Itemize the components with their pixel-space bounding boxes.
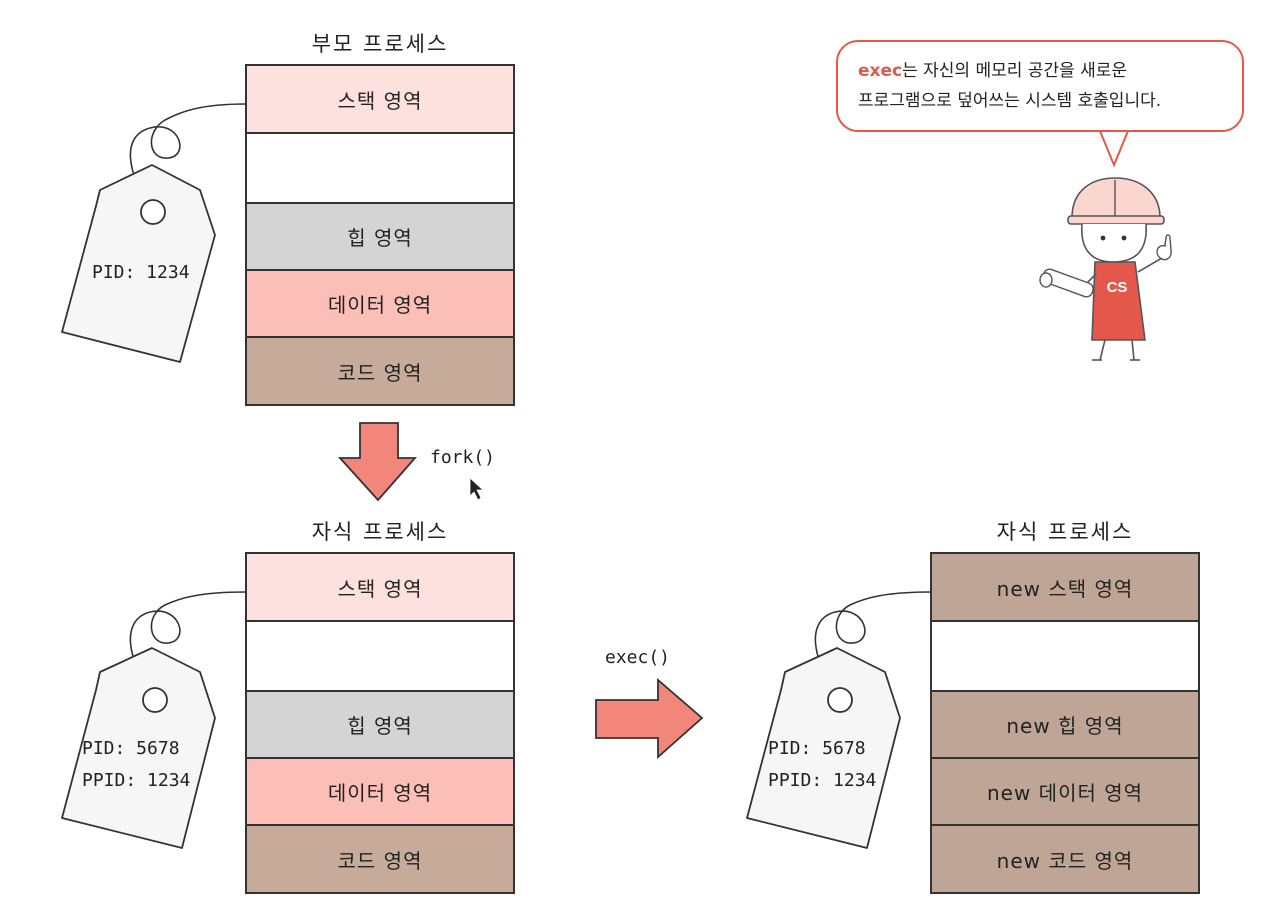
parent-pid-tag	[61, 103, 246, 363]
parent-code-segment: 코드 영역	[247, 338, 513, 404]
exec-child-memory-stack: new 스택 영역 new 힙 영역 new 데이터 영역 new 코드 영역	[930, 552, 1200, 894]
exec-child-free-space	[932, 622, 1198, 692]
exec-child-pid-label: PID: 5678	[768, 738, 866, 759]
parent-data-segment: 데이터 영역	[247, 271, 513, 338]
mascot-engineer: CS	[1039, 177, 1172, 361]
new-data-segment: new 데이터 영역	[932, 759, 1198, 826]
mouse-cursor-icon	[469, 477, 485, 501]
exec-label: exec()	[605, 647, 671, 668]
parent-heap-segment: 힙 영역	[247, 204, 513, 271]
mascot-shirt-label: CS	[1107, 279, 1128, 296]
child-memory-stack: 스택 영역 힙 영역 데이터 영역 코드 영역	[245, 552, 515, 894]
child-process-title: 자식 프로세스	[311, 520, 449, 544]
parent-stack-segment: 스택 영역	[247, 66, 513, 134]
bubble-line-2: 프로그램으로 덮어쓰는 시스템 호출입니다.	[858, 91, 1162, 111]
bubble-line-1-rest: 는 자신의 메모리 공간을 새로운	[902, 61, 1128, 81]
new-code-segment: new 코드 영역	[932, 826, 1198, 892]
exec-arrow	[595, 678, 704, 760]
child-data-segment: 데이터 영역	[247, 759, 513, 826]
child-stack-segment: 스택 영역	[247, 554, 513, 622]
child-pid-tag	[61, 591, 246, 849]
parent-process-title: 부모 프로세스	[311, 32, 449, 56]
child-free-space	[247, 622, 513, 692]
parent-free-space	[247, 134, 513, 204]
parent-memory-stack: 스택 영역 힙 영역 데이터 영역 코드 영역	[245, 64, 515, 406]
new-heap-segment: new 힙 영역	[932, 692, 1198, 759]
child-code-segment: 코드 영역	[247, 826, 513, 892]
fork-arrow	[337, 422, 417, 502]
speech-bubble: exec는 자신의 메모리 공간을 새로운 프로그램으로 덮어쓰는 시스템 호출…	[836, 40, 1244, 132]
child-ppid-label: PPID: 1234	[82, 770, 191, 791]
exec-child-ppid-label: PPID: 1234	[768, 770, 877, 791]
child-heap-segment: 힙 영역	[247, 692, 513, 759]
child-pid-label: PID: 5678	[82, 738, 180, 759]
parent-pid-label: PID: 1234	[92, 262, 190, 283]
fork-label: fork()	[430, 447, 496, 468]
bubble-keyword: exec	[858, 61, 903, 81]
bubble-line-1: exec는 자신의 메모리 공간을 새로운	[858, 56, 1232, 86]
new-stack-segment: new 스택 영역	[932, 554, 1198, 622]
exec-child-pid-tag	[746, 591, 931, 849]
exec-child-process-title: 자식 프로세스	[996, 520, 1134, 544]
